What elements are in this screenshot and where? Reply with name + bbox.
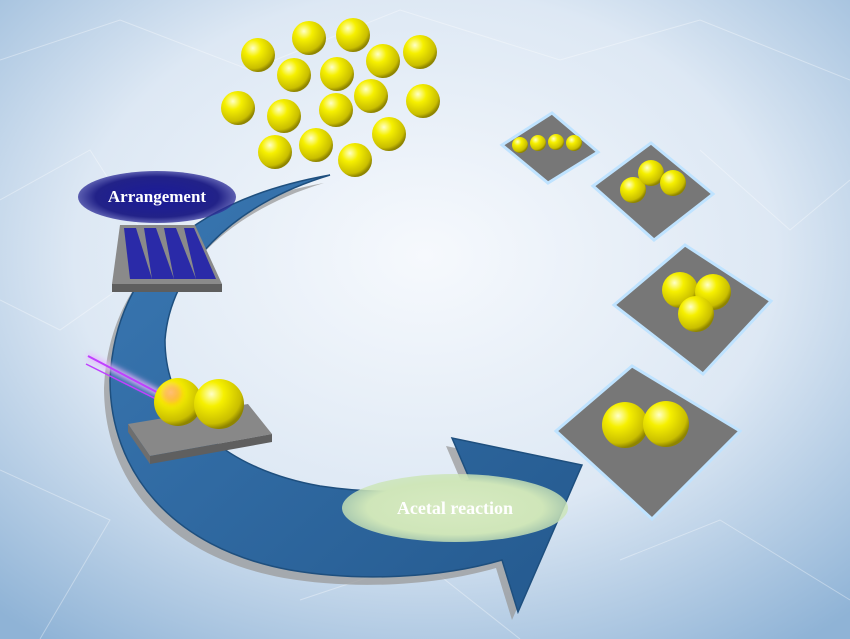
laser-beam-icon: [85, 353, 170, 405]
assembly-dimer: [553, 364, 743, 522]
nanoparticle-cluster: [221, 18, 440, 177]
grating-template-icon: [112, 225, 222, 292]
assembly-trimer-triangle: [611, 243, 774, 377]
acetal-reaction-label: Acetal reaction: [342, 474, 568, 542]
substrate-dimer: [128, 378, 272, 464]
assembly-chain: [499, 111, 601, 185]
arrangement-label: Arrangement: [78, 171, 236, 223]
assembly-trimer-chain: [590, 141, 716, 242]
